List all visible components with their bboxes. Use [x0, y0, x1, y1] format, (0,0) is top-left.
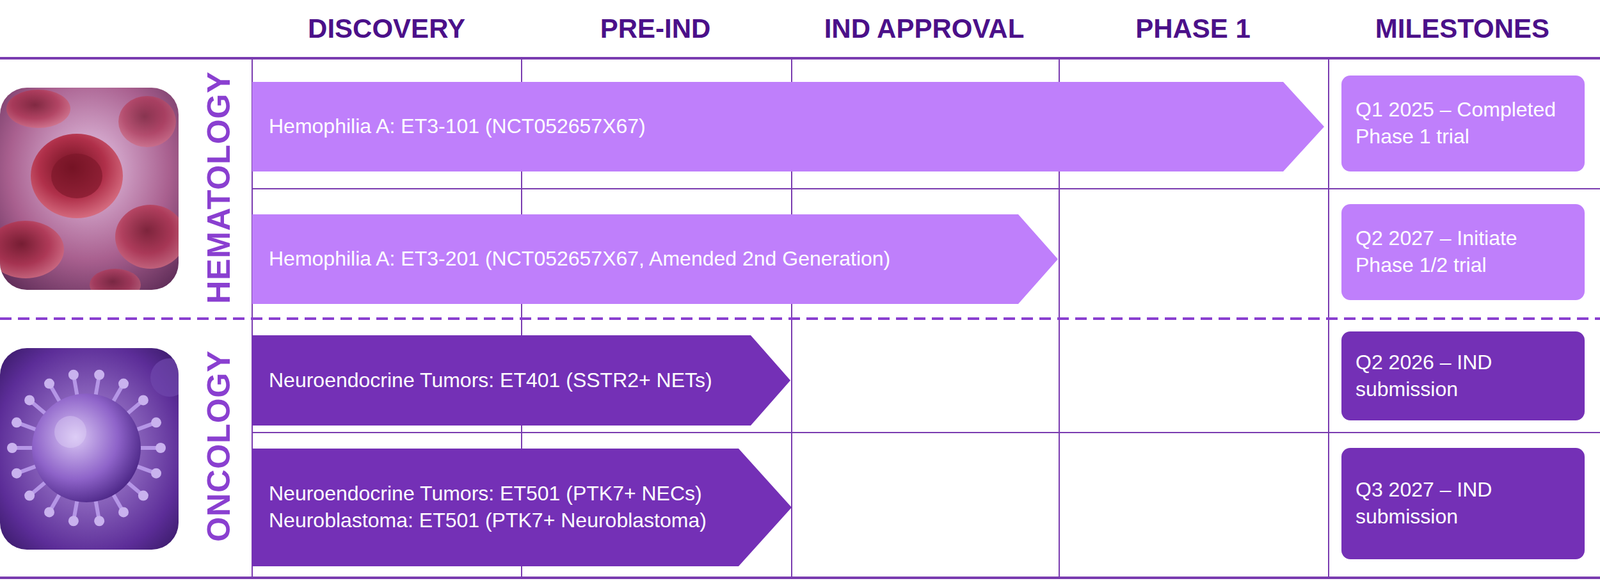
virus-image [0, 348, 179, 550]
pipeline-arrow: Hemophilia A: ET3-201 (NCT052657X67, Ame… [252, 214, 1058, 304]
pipeline-arrow: Neuroendocrine Tumors: ET401 (SSTR2+ NET… [252, 335, 791, 426]
milestone-text: Q2 2027 – Initiate Phase 1/2 trial [1355, 225, 1571, 279]
milestone-text: Q2 2026 – IND submission [1355, 349, 1571, 403]
arrow-fill [252, 81, 1325, 172]
milestone-box: Q1 2025 – Completed Phase 1 trial [1341, 75, 1585, 172]
milestone-box: Q2 2027 – Initiate Phase 1/2 trial [1341, 204, 1585, 301]
program-text: Neuroendocrine Tumors: ET501 (PTK7+ NECs… [268, 480, 734, 508]
program-text: Neuroblastoma: ET501 (PTK7+ Neuroblastom… [268, 507, 734, 535]
column-header: MILESTONES [1375, 13, 1550, 45]
milestone-text: Q3 2027 – IND submission [1355, 476, 1571, 530]
arrow-fill [252, 214, 1058, 304]
column-header: PHASE 1 [1135, 13, 1251, 45]
milestone-box: Q2 2026 – IND submission [1341, 331, 1585, 421]
blood-cells-image [0, 87, 179, 290]
pipeline-arrow: Hemophilia A: ET3-101 (NCT052657X67) [252, 81, 1325, 172]
program-text: Hemophilia A: ET3-101 (NCT052657X67) [268, 113, 1279, 141]
arrow-shape [252, 448, 792, 567]
program-text: Neuroendocrine Tumors: ET401 (SSTR2+ NET… [268, 367, 746, 395]
milestone-box: Q3 2027 – IND submission [1341, 448, 1585, 560]
column-header: PRE-IND [600, 13, 712, 45]
milestone-text: Q1 2025 – Completed Phase 1 trial [1355, 96, 1571, 150]
arrow-fill [252, 335, 791, 426]
program-text: Hemophilia A: ET3-201 (NCT052657X67, Ame… [268, 245, 1014, 273]
arrow-fill [252, 448, 792, 567]
column-header: IND APPROVAL [824, 13, 1025, 45]
category-label: ONCOLOGY [200, 350, 238, 543]
category-label: HEMATOLOGY [200, 71, 238, 304]
column-header: DISCOVERY [307, 13, 466, 45]
pipeline-arrow: Neuroendocrine Tumors: ET501 (PTK7+ NECs… [252, 448, 792, 567]
